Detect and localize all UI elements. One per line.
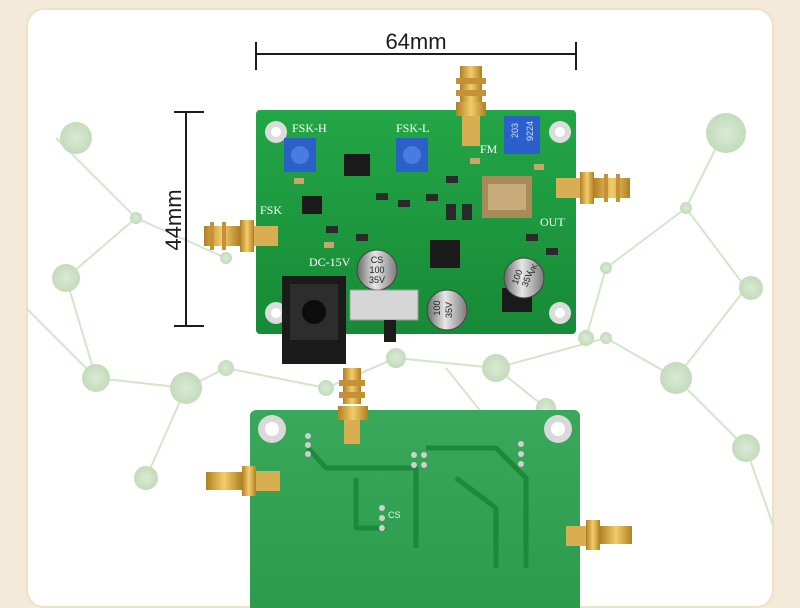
back-silkscreen-label: CS [388,510,401,520]
capacitor-left: CS 100 35V [356,249,398,291]
silk-fsk-h: FSK-H [292,121,327,135]
back-sma-top [338,368,368,444]
product-image-card: 64mm 44mm [26,8,774,608]
back-sma-left [206,466,280,496]
silk-fm: FM [480,142,498,156]
pcb-front-side: FSK-H FSK-L FM FSK OUT DC-15V [256,110,576,364]
silk-fsk: FSK [260,203,282,217]
height-dimension [174,111,204,327]
pcb-back-side: CS [250,410,580,608]
ic-chip-1 [344,154,370,176]
background-network-nodes [52,113,763,490]
trimmer-fsk-l [396,138,428,172]
trimmer-fm: 203 9224 [504,116,540,154]
silk-out: OUT [540,215,565,229]
ic-chip-3 [430,240,460,268]
svg-text:35V: 35V [444,302,454,318]
ic-chip-2 [302,196,322,214]
silk-power: DC-15V [309,255,351,269]
front-sma-top [456,66,486,146]
svg-text:9224: 9224 [525,121,535,141]
svg-text:100: 100 [369,265,384,275]
page-frame: 64mm 44mm [26,8,774,608]
trimmer-fsk-h [284,138,316,172]
svg-text:35V: 35V [369,275,385,285]
svg-text:100: 100 [510,268,525,286]
slide-switch [349,289,419,342]
front-sma-right [556,172,630,204]
height-dimension-label: 44mm [161,189,186,250]
back-sma-right [566,520,632,550]
svg-text:CS: CS [371,255,384,265]
svg-text:203: 203 [510,123,520,138]
product-photo: 64mm 44mm [26,29,774,608]
capacitor-right: 100 35V VK [503,257,545,299]
svg-text:100: 100 [432,300,442,315]
width-dimension-label: 64mm [385,29,446,54]
width-dimension [255,42,577,70]
silk-fsk-l: FSK-L [396,121,429,135]
capacitor-middle: 100 35V [426,289,468,331]
front-sma-left [204,220,278,252]
svg-text:VK: VK [528,262,540,276]
dc-power-jack [282,276,346,364]
